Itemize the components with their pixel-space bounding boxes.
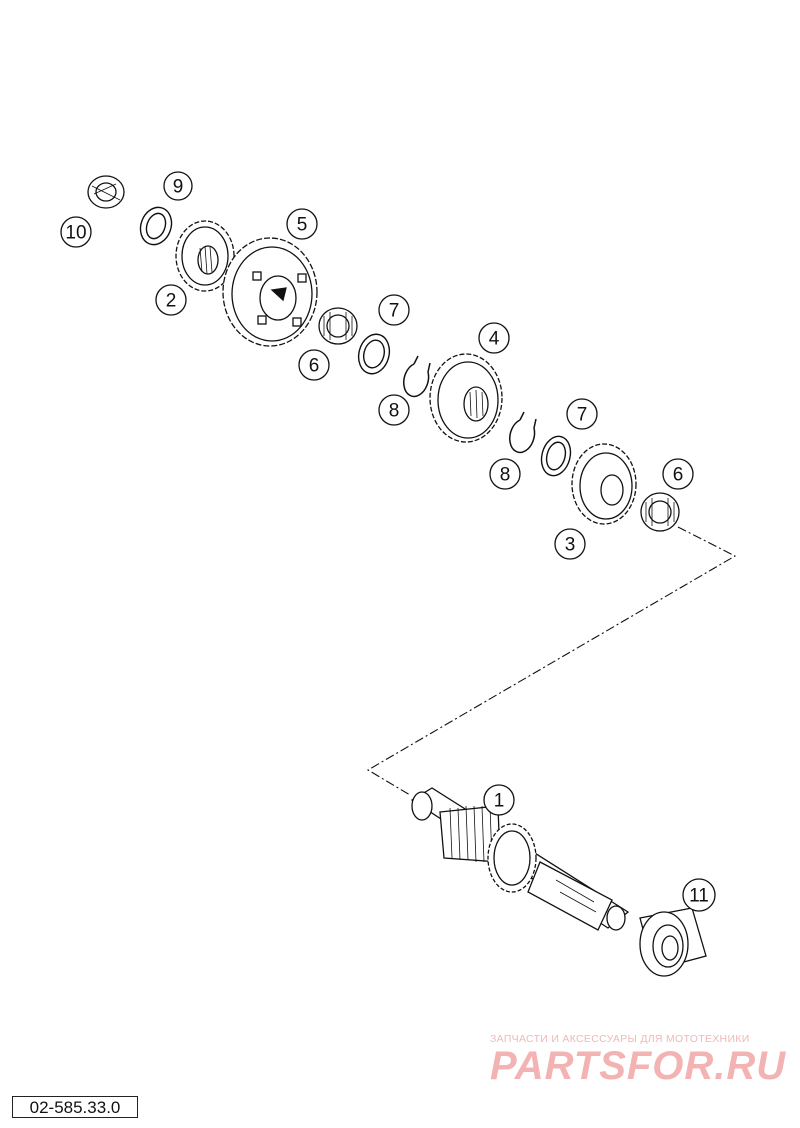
callout-circle-8a [378, 394, 410, 426]
drawing-number: 02-585.33.0 [12, 1096, 138, 1118]
part-7-washer-upper [357, 333, 391, 375]
callout-3: 3 [565, 535, 576, 556]
part-8-circlip-lower [509, 411, 537, 454]
callout-8a: 8 [389, 401, 400, 422]
part-4-gear [429, 353, 503, 443]
callout-circle-8b [489, 458, 521, 490]
part-6-needle-bearing-upper [318, 307, 358, 345]
part-7-washer-lower [540, 435, 572, 477]
callout-circle-9 [163, 171, 193, 201]
part-1-main-shaft [410, 787, 630, 931]
callout-9: 9 [173, 177, 184, 198]
callout-7b: 7 [577, 405, 588, 426]
callout-circle-7b [566, 398, 598, 430]
part-2-gear [175, 220, 235, 292]
watermark-tagline: ЗАПЧАСТИ И АКСЕССУАРЫ ДЛЯ МОТОТЕХНИКИ [490, 1033, 750, 1045]
callout-circle-4 [478, 322, 510, 354]
callout-7a: 7 [389, 301, 400, 322]
callout-circle-6a [298, 349, 330, 381]
part-3-gear [571, 443, 637, 525]
callout-11: 11 [689, 886, 709, 907]
part-9-washer [139, 206, 173, 246]
callout-circle-11 [682, 878, 716, 912]
callout-circle-5 [286, 208, 318, 240]
callout-4: 4 [489, 329, 500, 350]
part-8-circlip-upper [403, 355, 431, 398]
callout-8b: 8 [500, 465, 511, 486]
callout-circle-1 [483, 784, 515, 816]
part-5-gear [222, 237, 318, 347]
assembly-axis-line [366, 526, 737, 796]
callout-circle-6b [662, 458, 694, 490]
callout-5: 5 [297, 215, 308, 236]
callout-6b: 6 [673, 465, 684, 486]
part-10-needle-bearing [87, 175, 125, 209]
callout-circle-3 [554, 528, 586, 560]
callout-10: 10 [65, 223, 86, 244]
callout-1: 1 [494, 791, 505, 812]
callout-circle-7a [378, 294, 410, 326]
callout-6a: 6 [309, 356, 320, 377]
watermark-logo: PARTSFOR.RU [490, 1044, 787, 1088]
callout-2: 2 [166, 291, 177, 312]
callout-circle-10 [60, 216, 92, 248]
callout-circle-2 [155, 284, 187, 316]
part-6-needle-bearing-lower [640, 492, 680, 532]
part-11-ball-bearing [639, 907, 707, 977]
